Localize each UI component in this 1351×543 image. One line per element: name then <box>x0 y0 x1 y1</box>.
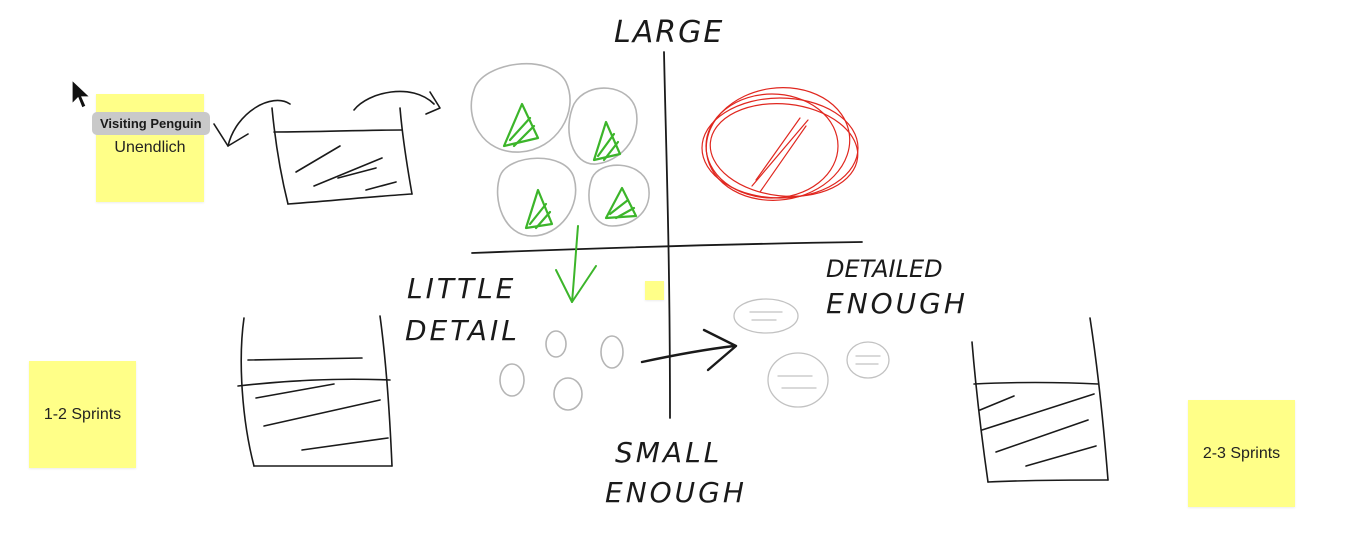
sticky-note-unendlich-text: Unendlich <box>114 139 186 156</box>
sticky-note-2-3-sprints[interactable]: 2-3 Sprints <box>1188 400 1295 507</box>
label-enough-bottom: ENOUGH <box>605 476 747 509</box>
vertical-axis <box>663 51 671 419</box>
sticky-note-unendlich[interactable]: Unendlich <box>96 94 204 202</box>
label-little: LITTLE <box>407 272 516 305</box>
label-detail: DETAIL <box>405 314 520 347</box>
mouse-pointer-icon <box>71 78 92 109</box>
bucket-bottom-right <box>971 317 1109 483</box>
collaborator-cursor-label: Visiting Penguin <box>92 112 210 135</box>
sticky-note-small[interactable] <box>645 281 664 300</box>
label-detailed: DETAILED <box>826 255 943 283</box>
detailed-items-cluster <box>733 298 890 408</box>
sticky-note-1-2-sprints[interactable]: 1-2 Sprints <box>29 361 136 468</box>
refine-arrow <box>640 328 738 372</box>
label-enough-right: ENOUGH <box>826 287 968 320</box>
label-small: SMALL <box>615 436 722 469</box>
horizontal-axis <box>471 241 863 254</box>
bucket-bottom-left <box>237 315 393 467</box>
large-items-cluster <box>470 62 650 303</box>
small-items-cluster <box>499 330 624 411</box>
sticky-note-1-2-sprints-text: 1-2 Sprints <box>43 405 122 423</box>
bucket-top-left <box>213 90 441 205</box>
label-large: LARGE <box>614 15 724 50</box>
rejected-item <box>701 87 859 201</box>
sticky-note-2-3-sprints-text: 2-3 Sprints <box>1202 444 1281 462</box>
